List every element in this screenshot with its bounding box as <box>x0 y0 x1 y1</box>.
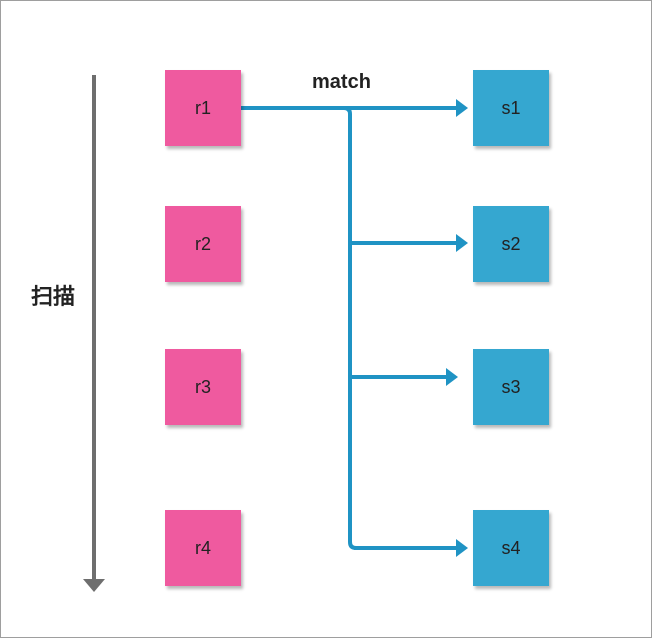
node-r3: r3 <box>165 349 241 425</box>
node-s2: s2 <box>473 206 549 282</box>
arrow-head-s4 <box>456 539 468 557</box>
match-label: match <box>312 71 371 93</box>
node-s1: s1 <box>473 70 549 146</box>
arrow-head-s2 <box>456 234 468 252</box>
arrow-head-s1 <box>456 99 468 117</box>
node-r4: r4 <box>165 510 241 586</box>
node-r2: r2 <box>165 206 241 282</box>
arrow-head-s3 <box>446 368 458 386</box>
node-r1: r1 <box>165 70 241 146</box>
scan-arrow-head <box>83 579 105 592</box>
node-s4: s4 <box>473 510 549 586</box>
scan-label: 扫描 <box>31 285 76 310</box>
node-s3: s3 <box>473 349 549 425</box>
branch-trunk <box>343 106 357 550</box>
